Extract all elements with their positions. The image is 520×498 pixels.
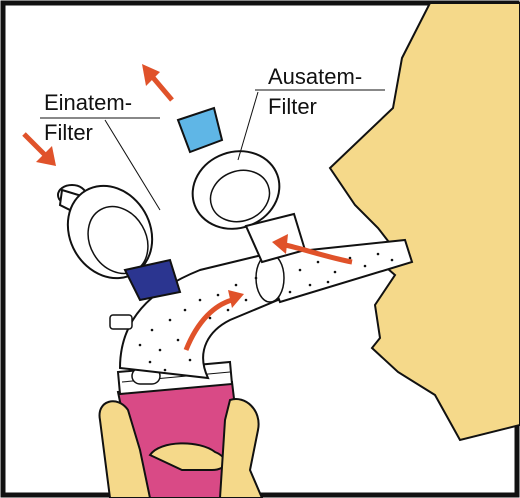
exhale-filter-label-line1: Ausatem- xyxy=(268,66,362,88)
side-port xyxy=(110,315,132,329)
inhale-filter-label-line1: Einatem- xyxy=(44,92,132,114)
inhale-filter-label-line2: Filter xyxy=(44,122,93,144)
exhale-filter-label-line2: Filter xyxy=(268,96,317,118)
